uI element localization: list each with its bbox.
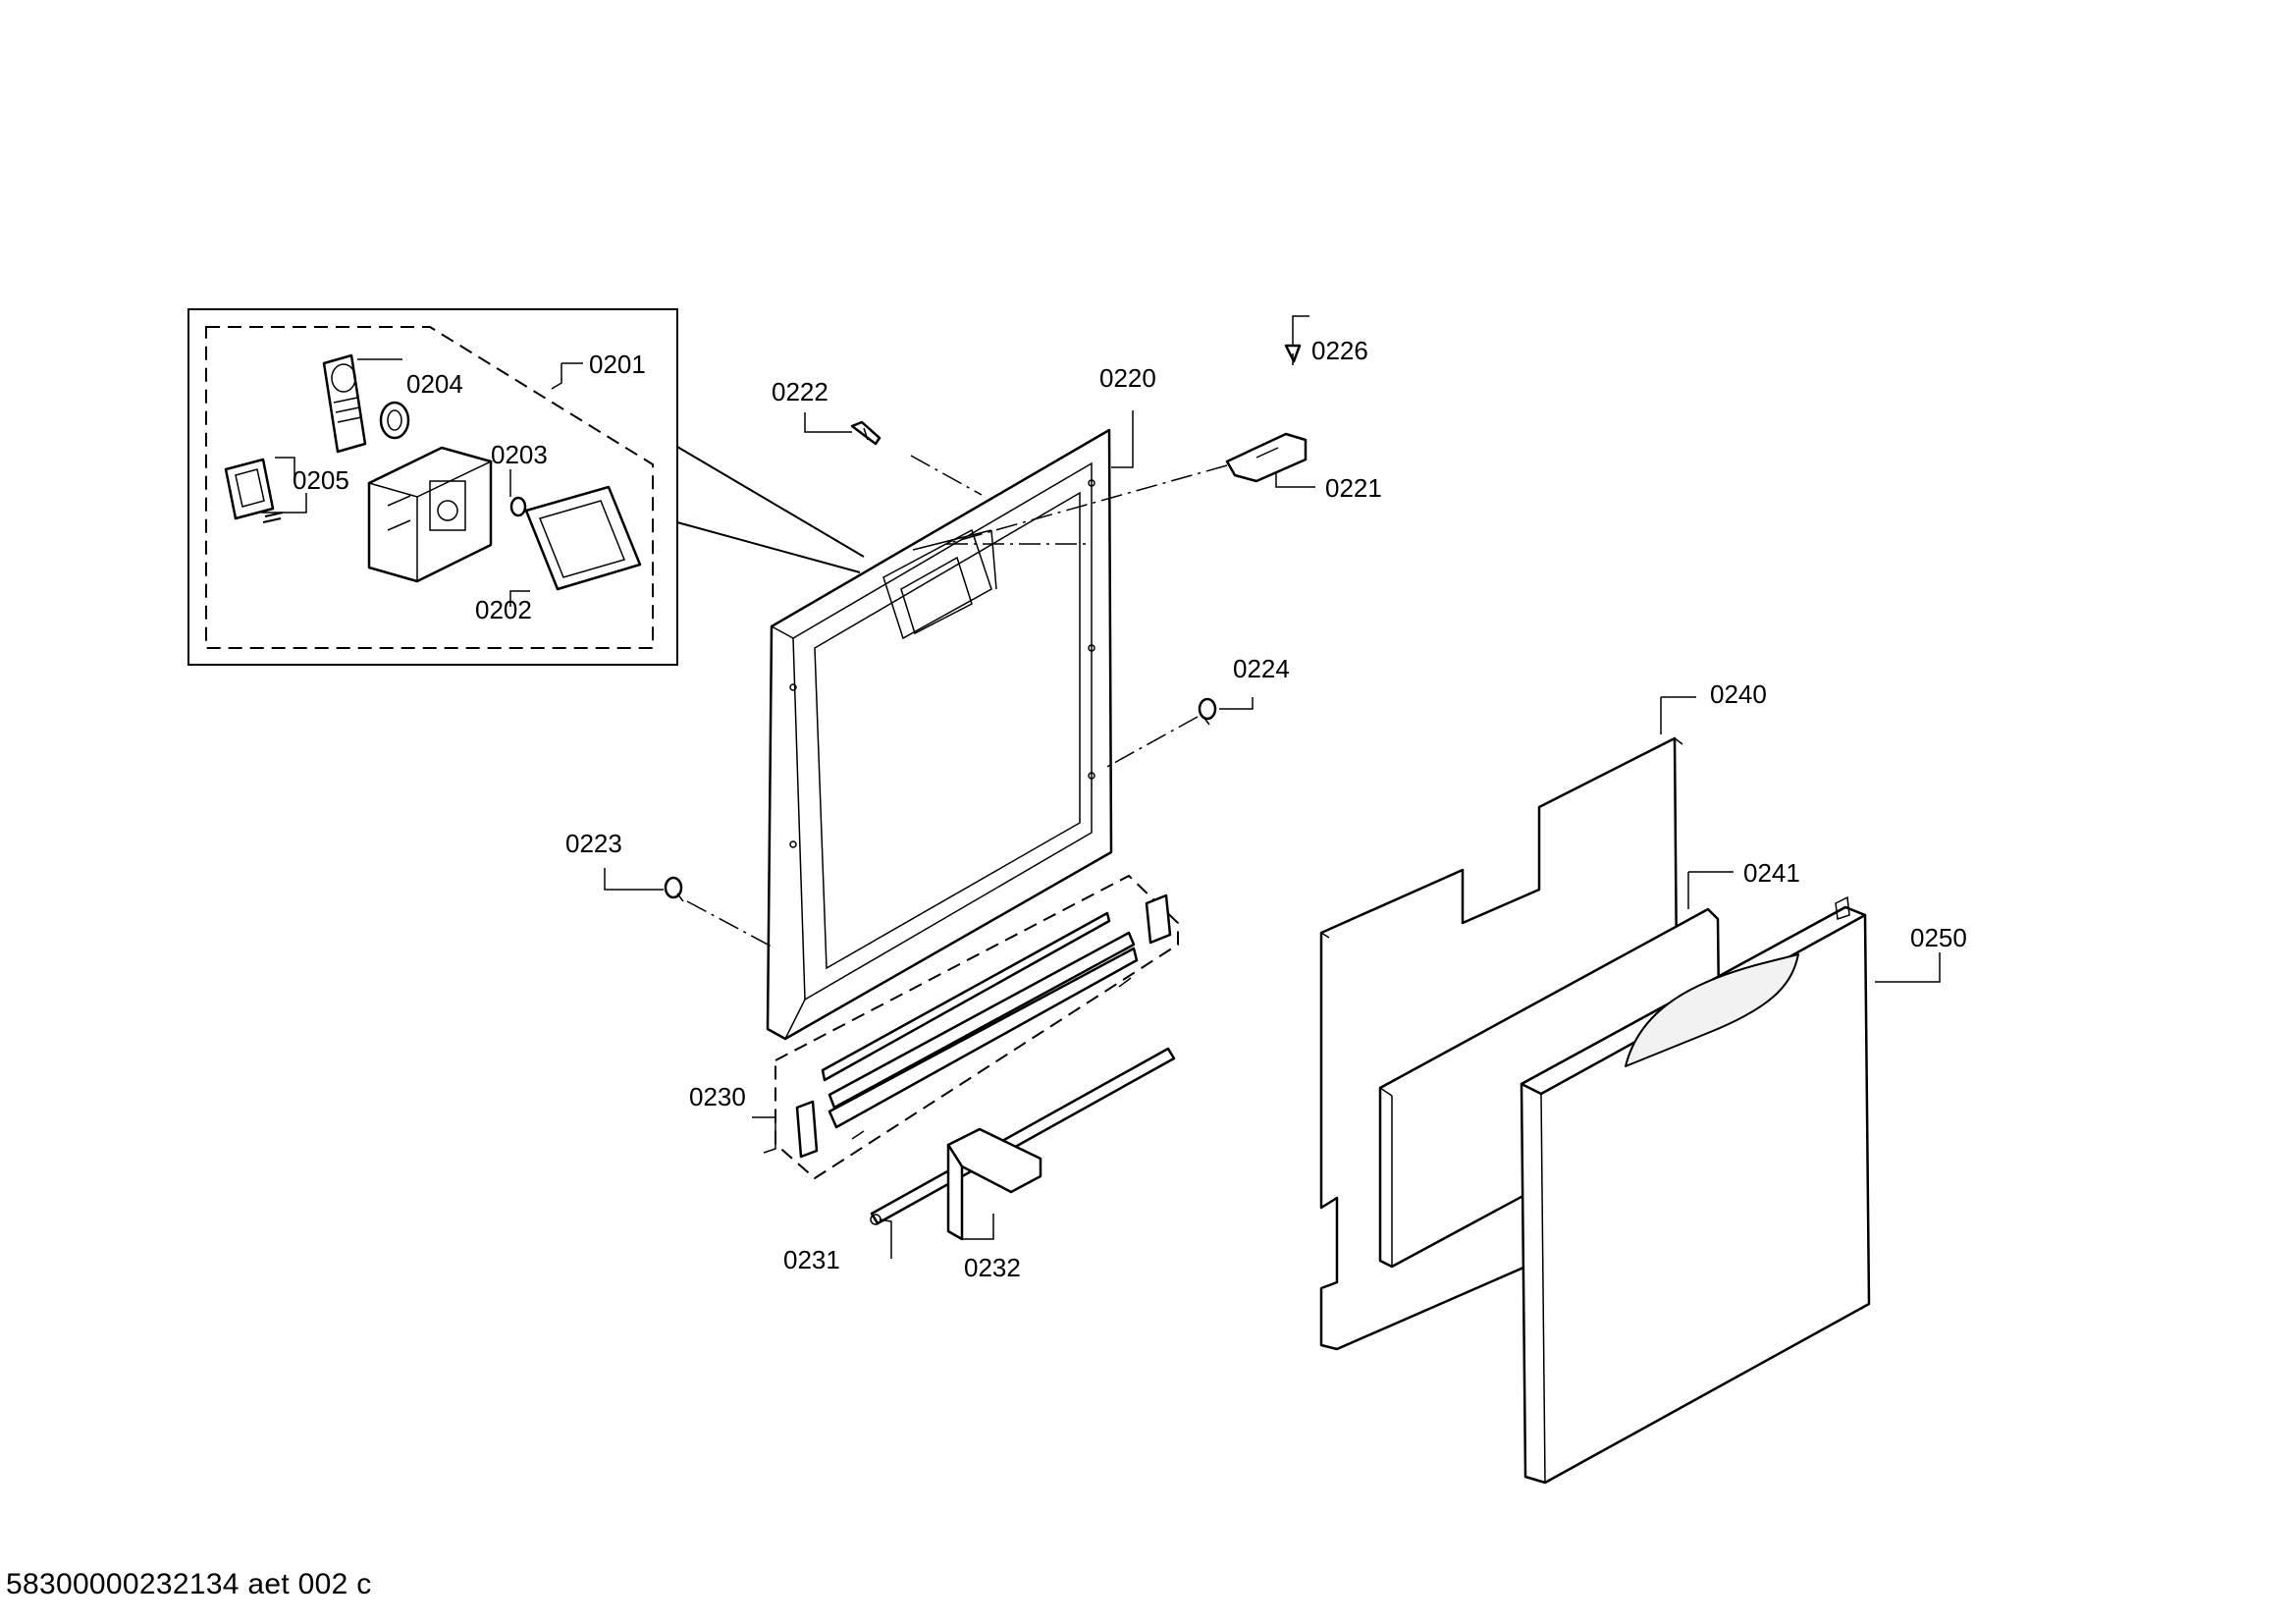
label-0220: 0220: [1099, 363, 1156, 393]
label-0231: 0231: [783, 1245, 840, 1274]
screw-0222: [850, 420, 881, 446]
detail-inset: [187, 308, 865, 666]
part-0202-seal: [524, 485, 642, 591]
label-0203: 0203: [491, 440, 548, 469]
label-0241: 0241: [1743, 858, 1800, 888]
part-0232-bracket: [946, 1127, 1042, 1241]
part-0230-strip-group: [774, 874, 1179, 1180]
screw-0223: [664, 876, 684, 902]
label-0202: 0202: [475, 595, 532, 624]
label-0240: 0240: [1710, 679, 1767, 709]
label-0250: 0250: [1910, 923, 1967, 952]
part-0204-cover: [322, 353, 410, 454]
assembly-axes: [686, 455, 1228, 947]
label-0232: 0232: [964, 1253, 1021, 1282]
part-labels: 0201 0204 0203 0205 0202 0222 0220 0226 …: [293, 336, 1967, 1282]
label-0201: 0201: [589, 350, 646, 379]
label-0221: 0221: [1325, 473, 1382, 503]
label-0204: 0204: [406, 369, 463, 399]
screw-0226: [1284, 344, 1302, 365]
screw-0224: [1198, 697, 1217, 726]
part-0203-dispenser-body: [366, 446, 527, 583]
part-0220-door-inner: [766, 428, 1113, 1041]
label-0223: 0223: [565, 829, 622, 858]
label-0230: 0230: [689, 1082, 746, 1111]
drawing-code: 58300000232134 aet 002 c: [6, 1568, 372, 1600]
part-0250-outer-door: [1520, 895, 1871, 1485]
label-0226: 0226: [1311, 336, 1368, 365]
label-0205: 0205: [293, 465, 349, 495]
label-0224: 0224: [1233, 654, 1290, 683]
part-0221-latch: [1225, 432, 1308, 483]
label-0222: 0222: [772, 377, 828, 406]
leader-lines: [261, 315, 1941, 1259]
